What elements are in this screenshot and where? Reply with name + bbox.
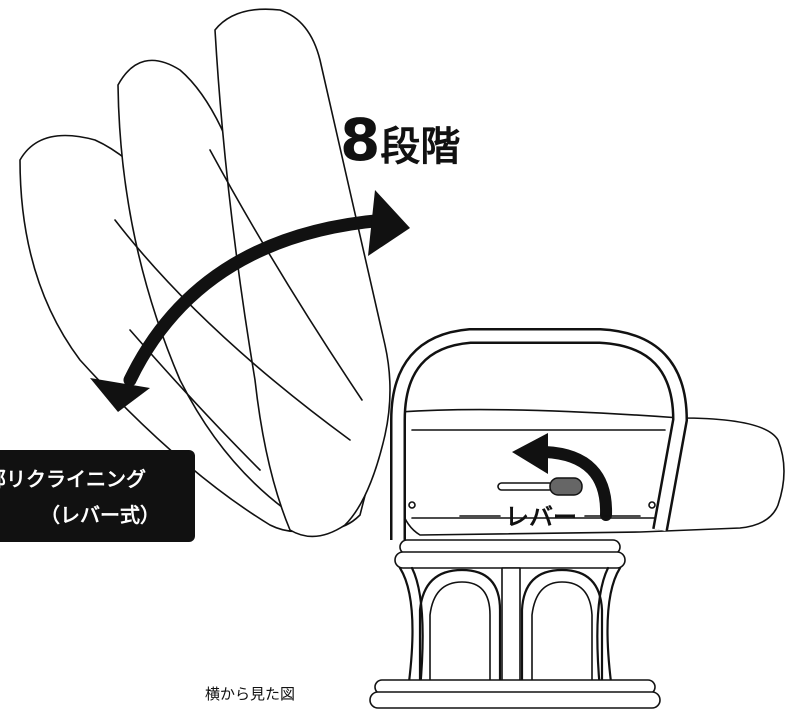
base-leg-left-outer <box>398 566 414 692</box>
armrest-rivet-left <box>408 501 416 509</box>
base-top-ring-lower <box>394 551 626 569</box>
base-arch-right <box>520 568 604 687</box>
lever-label: レバー <box>505 503 577 531</box>
base-arch-left-inner <box>429 581 491 686</box>
recline-arrow-curve <box>123 213 392 387</box>
backrest-upright <box>214 8 391 538</box>
lever-grip <box>549 477 583 496</box>
recline-arrow-head-bottom <box>90 378 150 412</box>
backrest-ghost-outlines <box>19 8 391 538</box>
base-post-center <box>501 567 521 687</box>
base-leg-right-inner <box>596 566 610 692</box>
recline-arrow <box>90 190 410 412</box>
armrest-rivet-right <box>648 501 656 509</box>
recline-arrow-head-top <box>368 190 410 256</box>
recline-steps-number: 8 <box>340 106 380 174</box>
base-arch-right-inner <box>531 581 593 686</box>
backrest-seam-1 <box>114 219 351 441</box>
base-bottom-ring-lower <box>369 691 661 709</box>
badge-line2: （レバー式） <box>40 503 160 527</box>
lever-arrow-curve <box>539 446 613 521</box>
armrest-hoop-inner <box>392 330 686 540</box>
base-arch-left <box>418 568 502 687</box>
lever-arrow-head <box>512 433 548 474</box>
lever <box>497 433 613 521</box>
badge-background <box>0 450 195 542</box>
lever-label-group: レバー <box>459 503 641 531</box>
recline-steps-text: 8段階 <box>340 106 460 174</box>
base-leg-left-inner <box>410 566 424 692</box>
recline-steps-unit: 段階 <box>380 124 460 170</box>
backrest-seam-2 <box>209 149 363 401</box>
base-leg-right-outer <box>606 566 622 692</box>
badge-line1: 部リクライニング <box>0 467 146 491</box>
recline-type-badge: 部リクライニング （レバー式） <box>0 450 195 542</box>
armrest-hoop <box>390 328 689 540</box>
caption-side-view: 横から見た図 <box>205 685 295 703</box>
swivel-base <box>369 539 661 709</box>
